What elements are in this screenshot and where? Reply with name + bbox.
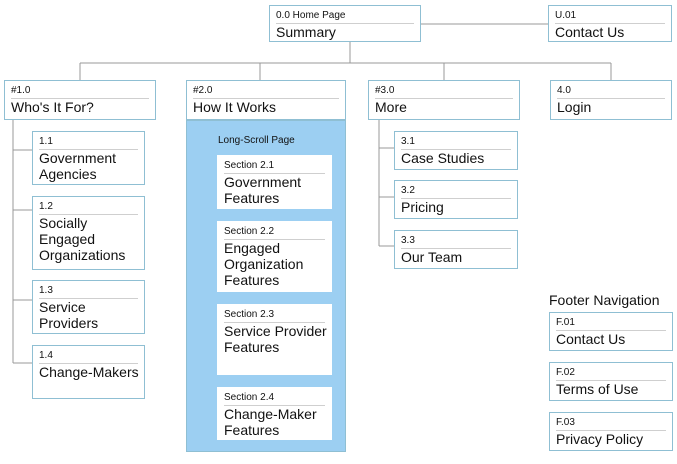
node-utility-contact: U.01 Contact Us — [548, 5, 672, 42]
node-service-providers: 1.3 Service Providers — [32, 280, 145, 334]
node-code: Section 2.2 — [224, 226, 325, 240]
node-label: Case Studies — [401, 150, 485, 166]
node-code: F.01 — [556, 317, 666, 331]
node-code: Section 2.4 — [224, 392, 325, 406]
node-login: 4.0 Login — [550, 80, 672, 120]
node-code: 1.1 — [39, 136, 138, 150]
node-label: Change-Makers — [39, 364, 139, 380]
node-whos-it-for: #1.0 Who's It For? — [4, 80, 156, 120]
node-change-makers: 1.4 Change-Makers — [32, 345, 145, 399]
node-code: 1.3 — [39, 285, 138, 299]
node-our-team: 3.3 Our Team — [394, 230, 518, 269]
node-label: Login — [557, 99, 592, 115]
node-section-service-provider: Section 2.3 Service Provider Features — [217, 304, 332, 375]
node-label: Terms of Use — [556, 381, 639, 397]
node-code: Section 2.1 — [224, 160, 325, 174]
node-label: Contact Us — [555, 24, 625, 40]
node-label: Pricing — [401, 199, 444, 215]
node-section-government: Section 2.1 Government Features — [217, 155, 332, 209]
node-code: 0.0 Home Page — [276, 10, 414, 24]
node-label: Contact Us — [556, 331, 626, 347]
node-code: #2.0 — [193, 85, 339, 99]
node-footer-contact: F.01 Contact Us — [549, 312, 673, 351]
node-label: Government Features — [224, 174, 302, 206]
node-footer-privacy: F.03 Privacy Policy — [549, 412, 673, 451]
node-label: Our Team — [401, 249, 463, 265]
node-more: #3.0 More — [368, 80, 520, 120]
node-code: 3.2 — [401, 185, 511, 199]
node-label: Government Agencies — [39, 150, 117, 182]
node-label: Summary — [276, 24, 336, 40]
node-section-change-maker: Section 2.4 Change-Maker Features — [217, 387, 332, 440]
node-label: How It Works — [193, 99, 276, 115]
node-code: 4.0 — [557, 85, 665, 99]
node-code: 3.3 — [401, 235, 511, 249]
node-pricing: 3.2 Pricing — [394, 180, 518, 219]
footer-navigation-title: Footer Navigation — [549, 292, 660, 308]
node-case-studies: 3.1 Case Studies — [394, 131, 518, 170]
node-code: 1.2 — [39, 201, 138, 215]
node-socially-engaged: 1.2 Socially Engaged Organizations — [32, 196, 145, 270]
node-label: Service Providers — [39, 299, 99, 331]
node-code: #3.0 — [375, 85, 513, 99]
node-code: F.02 — [556, 367, 666, 381]
node-footer-terms: F.02 Terms of Use — [549, 362, 673, 401]
node-code: #1.0 — [11, 85, 149, 99]
node-code: U.01 — [555, 10, 665, 24]
node-label: Change-Maker Features — [224, 406, 317, 438]
node-label: Who's It For? — [11, 99, 94, 115]
node-label: More — [375, 99, 407, 115]
node-label: Socially Engaged Organizations — [39, 215, 126, 263]
node-home: 0.0 Home Page Summary — [269, 5, 421, 42]
node-label: Engaged Organization Features — [224, 240, 304, 288]
node-code: 3.1 — [401, 136, 511, 150]
node-government-agencies: 1.1 Government Agencies — [32, 131, 145, 185]
node-label: Service Provider Features — [224, 323, 327, 355]
node-code: F.03 — [556, 417, 666, 431]
node-code: 1.4 — [39, 350, 138, 364]
node-section-engaged-org: Section 2.2 Engaged Organization Feature… — [217, 221, 332, 292]
long-scroll-title: Long-Scroll Page — [218, 135, 295, 146]
node-code: Section 2.3 — [224, 309, 325, 323]
node-label: Privacy Policy — [556, 431, 644, 447]
node-how-it-works: #2.0 How It Works — [186, 80, 346, 120]
